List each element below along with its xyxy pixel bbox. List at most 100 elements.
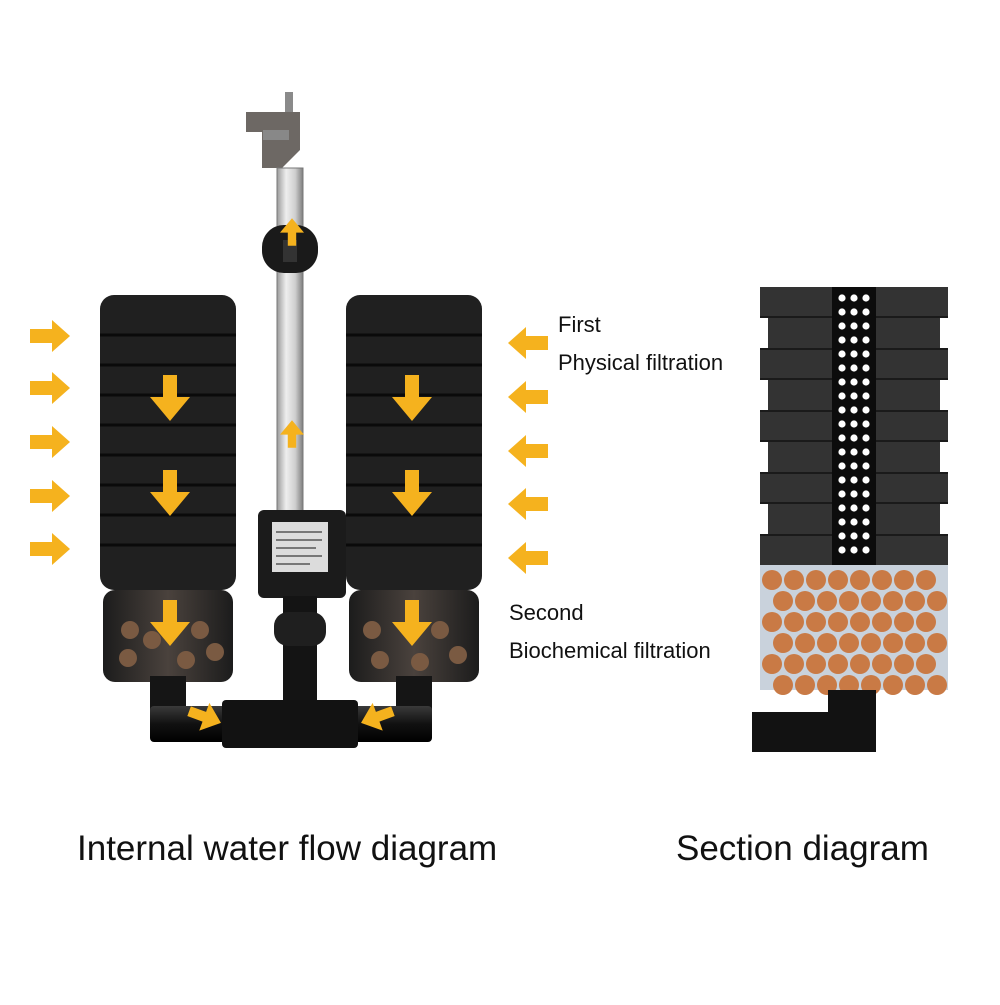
ceramic-ball: [784, 612, 804, 632]
ceramic-ball: [806, 612, 826, 632]
air-pump: [258, 510, 346, 598]
ceramic-ball: [784, 570, 804, 590]
ceramic-ball: [795, 675, 815, 695]
ceramic-ball: [894, 654, 914, 674]
tube-hole: [862, 490, 870, 498]
tube-hole: [850, 364, 858, 372]
caption-internal-water-flow: Internal water flow diagram: [77, 829, 498, 868]
tube-hole: [838, 532, 846, 540]
tube-hole: [850, 322, 858, 330]
ceramic-ball: [905, 633, 925, 653]
tube-hole: [838, 406, 846, 414]
tube-hole: [862, 532, 870, 540]
ceramic-ball: [828, 654, 848, 674]
stage1-label-first: First: [558, 312, 601, 337]
tube-hole: [838, 518, 846, 526]
tube-hole: [838, 392, 846, 400]
ceramic-ball: [773, 633, 793, 653]
ceramic-ball: [872, 570, 892, 590]
ceramic-ball: [850, 612, 870, 632]
tube-hole: [862, 434, 870, 442]
tube-hole: [850, 490, 858, 498]
ceramic-ball: [905, 591, 925, 611]
inflow-arrows-left: [30, 320, 70, 565]
ceramic-ball: [861, 591, 881, 611]
outlet-elbow: [752, 690, 876, 752]
ceramic-ball: [773, 591, 793, 611]
ceramic-ball: [806, 654, 826, 674]
ceramic-ball: [927, 591, 947, 611]
ceramic-ball: [817, 591, 837, 611]
ceramic-ball: [927, 633, 947, 653]
ceramic-ball: [894, 612, 914, 632]
tube-hole: [862, 364, 870, 372]
tube-hole: [862, 336, 870, 344]
ceramic-ball: [795, 591, 815, 611]
tube-hole: [850, 518, 858, 526]
ceramic-ball: [916, 570, 936, 590]
tube-hole: [862, 504, 870, 512]
stage2-label-biochemical-filtration: Biochemical filtration: [509, 638, 711, 663]
tube-hole: [862, 518, 870, 526]
tube-hole: [850, 434, 858, 442]
ceramic-ball: [806, 570, 826, 590]
ceramic-ball: [905, 675, 925, 695]
ceramic-ball: [839, 633, 859, 653]
ceramic-ball: [861, 633, 881, 653]
tube-hole: [862, 462, 870, 470]
ceramic-ball: [883, 633, 903, 653]
tube-hole: [862, 448, 870, 456]
tube-hole: [838, 350, 846, 358]
outlet-nozzle: [246, 92, 300, 168]
connecting-pipe: [150, 676, 432, 748]
ceramic-ball: [828, 612, 848, 632]
tube-hole: [850, 504, 858, 512]
tube-hole: [838, 378, 846, 386]
tube-hole: [850, 350, 858, 358]
stage2-label-second: Second: [509, 600, 584, 625]
ceramic-ball: [762, 654, 782, 674]
ceramic-ball: [839, 591, 859, 611]
ceramic-ball: [872, 654, 892, 674]
ceramic-ball: [828, 570, 848, 590]
caption-section-diagram: Section diagram: [676, 829, 929, 868]
tube-hole: [850, 476, 858, 484]
tube-hole: [838, 434, 846, 442]
tube-hole: [838, 336, 846, 344]
ceramic-ball: [883, 675, 903, 695]
tube-hole: [838, 490, 846, 498]
ceramic-ball: [762, 612, 782, 632]
tube-hole: [838, 294, 846, 302]
right-sponge: [346, 295, 482, 590]
tube-hole: [862, 308, 870, 316]
tube-hole: [850, 420, 858, 428]
tube-hole: [838, 504, 846, 512]
tube-hole: [862, 420, 870, 428]
tube-hole: [838, 546, 846, 554]
ceramic-ball: [927, 675, 947, 695]
tube-hole: [862, 392, 870, 400]
tube-hole: [850, 294, 858, 302]
ceramic-ball: [883, 591, 903, 611]
tube-hole: [838, 420, 846, 428]
tube-hole: [838, 448, 846, 456]
tube-hole: [850, 406, 858, 414]
tube-hole: [838, 476, 846, 484]
section-diagram: [752, 287, 948, 752]
tube-hole: [862, 406, 870, 414]
ceramic-ball: [850, 570, 870, 590]
tube-hole: [850, 392, 858, 400]
ceramic-ball: [762, 570, 782, 590]
tube-hole: [862, 378, 870, 386]
ceramic-ball: [916, 612, 936, 632]
tube-hole: [838, 322, 846, 330]
ceramic-ball: [784, 654, 804, 674]
tube-hole: [850, 532, 858, 540]
inflow-arrows-right: [508, 327, 548, 574]
ceramic-ball: [850, 654, 870, 674]
tube-hole: [862, 322, 870, 330]
tube-hole: [862, 476, 870, 484]
ceramic-ball: [872, 612, 892, 632]
tube-hole: [838, 462, 846, 470]
tube-hole: [850, 546, 858, 554]
